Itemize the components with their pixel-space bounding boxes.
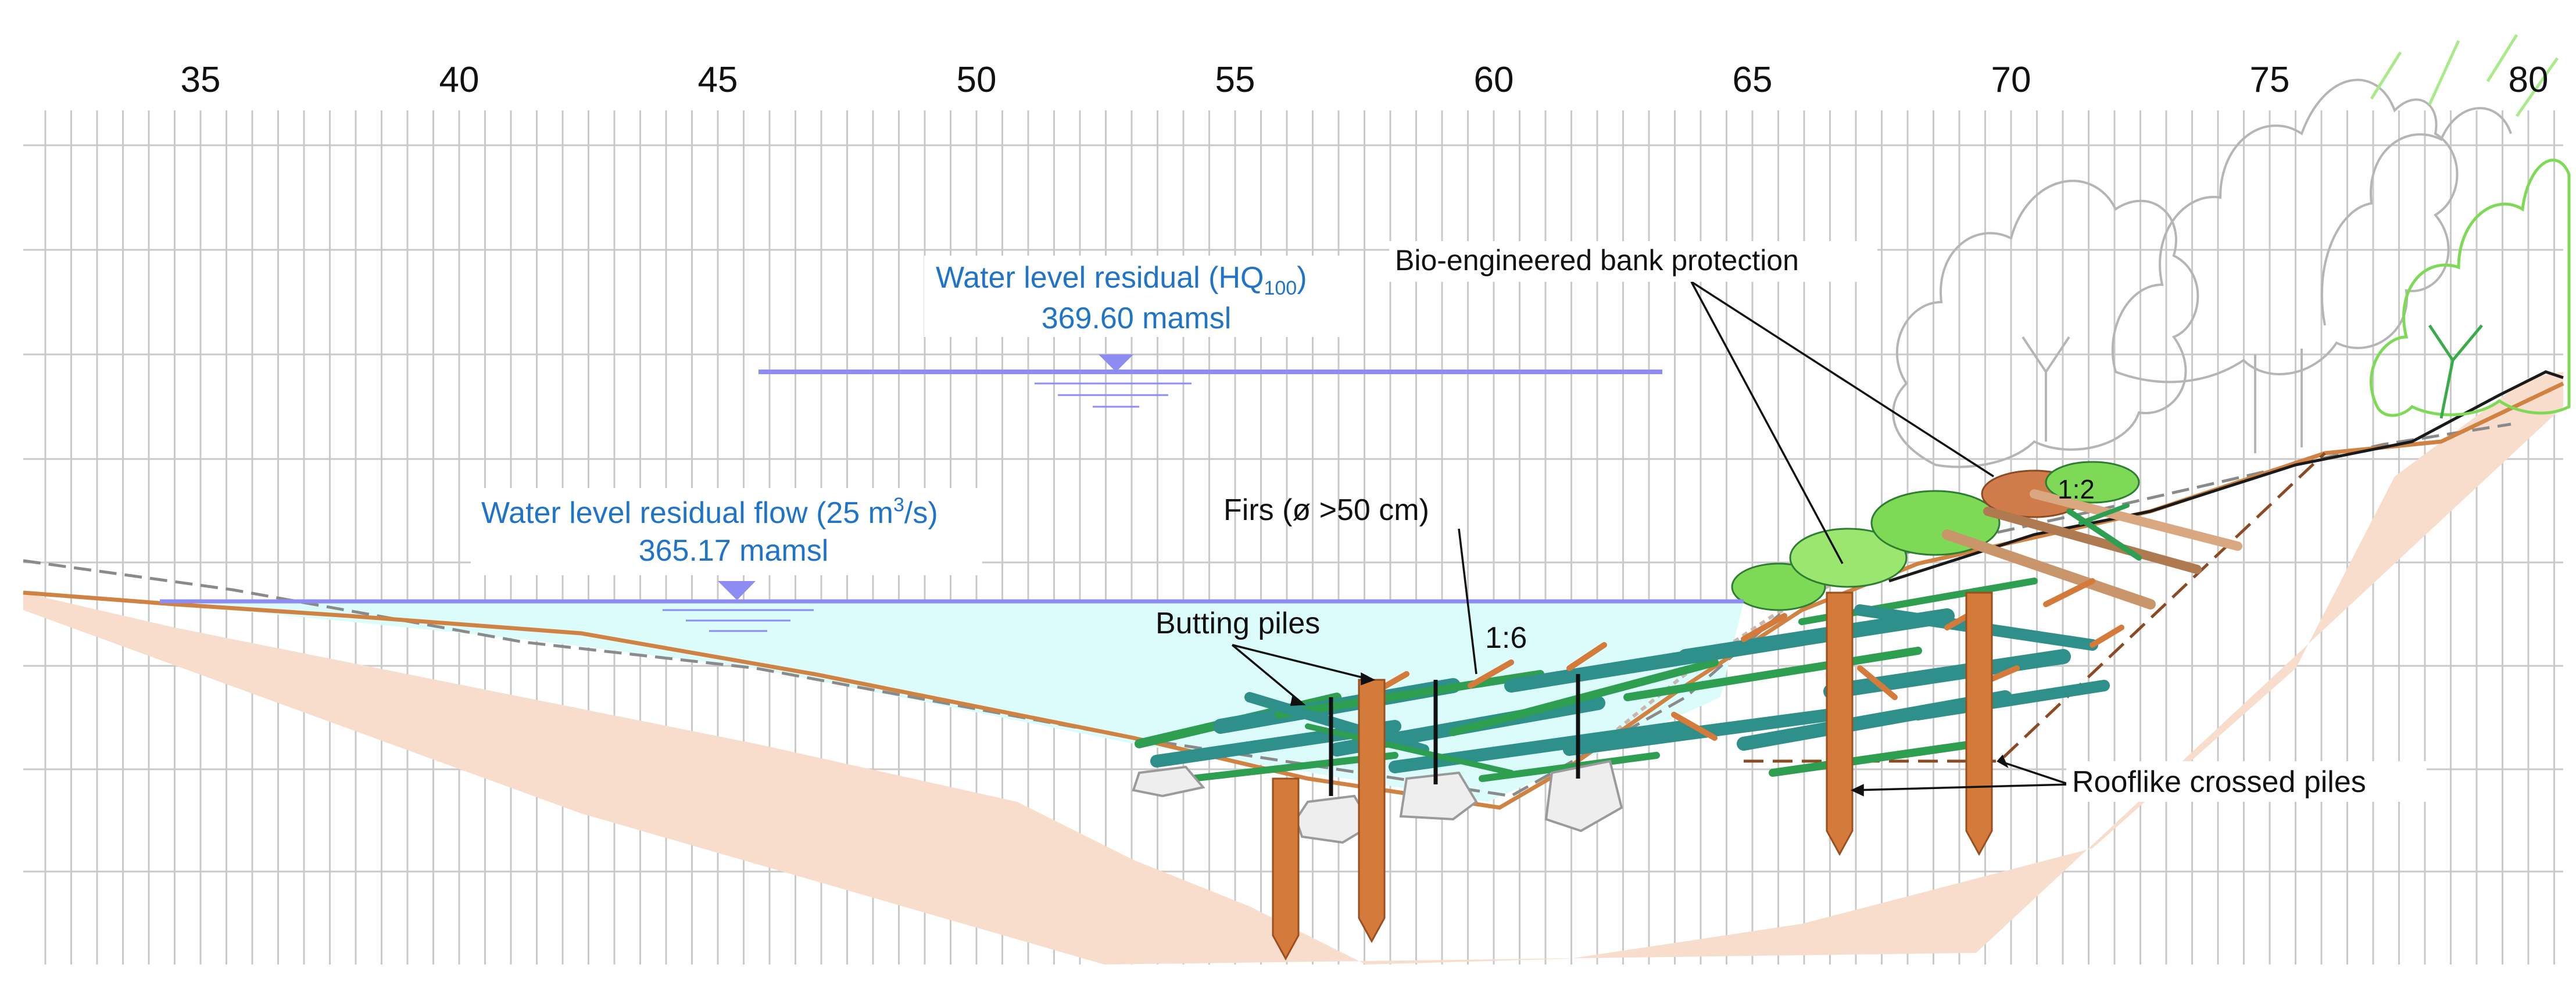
fir-trunk	[1449, 658, 1719, 736]
soil-body	[23, 372, 2563, 965]
x-tick-label: 75	[2250, 60, 2290, 100]
pile	[1272, 777, 1300, 961]
annotation-labels: Water level residual (HQ100) 369.60 mams…	[471, 241, 2427, 802]
fir-branch	[2090, 625, 2124, 648]
slope-construction-line	[1744, 452, 2326, 763]
fir-branch	[1857, 665, 1898, 700]
residual-flow-value: 365.17 mamsl	[639, 534, 829, 568]
x-tick-label: 55	[1215, 60, 1255, 100]
slope-1-2-label: 1:2	[2058, 474, 2095, 504]
fir-trunk	[1305, 723, 1514, 776]
hq100-title: Water level residual (HQ100)	[936, 261, 1307, 299]
water-level-residual-flow	[160, 581, 1744, 632]
fir-branch	[2043, 578, 2095, 607]
x-tick-label: 80	[2509, 60, 2549, 100]
residual-flow-title: Water level residual flow (25 m3/s)	[481, 494, 938, 530]
bio-bank-label: Bio-engineered bank protection	[1395, 244, 1799, 277]
leader-lines	[1231, 281, 2070, 797]
butting-pile-markers	[1329, 674, 1580, 796]
pile	[1965, 591, 1993, 856]
fir-trunk	[1244, 692, 1429, 755]
x-tick-label: 45	[698, 60, 738, 100]
fir-trunk	[1623, 647, 1922, 701]
hq100-value: 369.60 mamsl	[1042, 302, 1232, 335]
pile	[1358, 679, 1386, 944]
fir-trunk	[1275, 670, 1544, 719]
rooflike-piles-label: Rooflike crossed piles	[2072, 765, 2366, 799]
x-tick-label: 60	[1474, 60, 1514, 100]
x-tick-label: 35	[181, 60, 221, 100]
x-tick-label: 40	[439, 60, 480, 100]
firs-label: Firs (ø >50 cm)	[1223, 493, 1429, 527]
green-tree	[2370, 34, 2571, 419]
water-level-hq100	[759, 354, 1662, 408]
fir-trunk	[1769, 740, 1980, 777]
slope-1-6-label: 1:6	[1485, 621, 1527, 655]
x-axis-tick-labels: 35 40 45 50 55 60 65 70 75 80	[181, 60, 2549, 100]
fir-trunk	[1823, 649, 2071, 699]
fir-branch	[1468, 659, 1514, 689]
x-tick-label: 65	[1733, 60, 1773, 100]
fir-branch	[1566, 642, 1607, 671]
fir-branch	[1671, 712, 1718, 741]
fir-trunk	[1912, 680, 2110, 720]
fir-branch	[1741, 613, 1787, 642]
x-tick-label: 70	[1991, 60, 2031, 100]
butting-piles-label: Butting piles	[1155, 607, 1320, 640]
pile	[1826, 591, 1854, 856]
background-trees	[1892, 78, 2512, 468]
fir-trunk	[1678, 608, 1955, 664]
x-tick-label: 50	[957, 60, 997, 100]
pile-group	[1272, 591, 1993, 961]
firs-cluster	[1135, 578, 2124, 782]
fascine-bundles	[1942, 489, 2242, 609]
